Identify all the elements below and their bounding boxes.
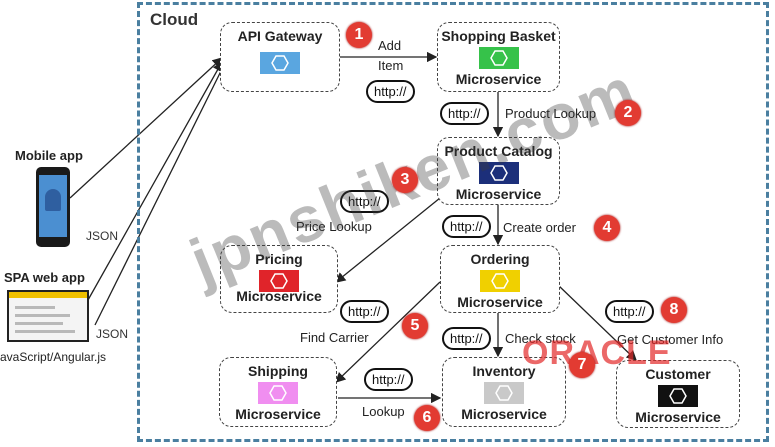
shipping-subtitle: Microservice xyxy=(235,406,321,422)
http-pill-4: http:// xyxy=(442,215,491,238)
product-catalog-box: Product Catalog Microservice xyxy=(437,137,560,205)
step-3-label: Price Lookup xyxy=(296,219,372,234)
step-4-badge: 4 xyxy=(594,215,620,241)
step-5-label: Find Carrier xyxy=(300,330,369,345)
edge-catalog-pricing xyxy=(334,197,441,283)
basket-subtitle: Microservice xyxy=(455,71,542,87)
http-pill-5: http:// xyxy=(340,300,389,323)
http-pill-2: http:// xyxy=(440,102,489,125)
ordering-hex-icon xyxy=(480,270,520,292)
shipping-hex-icon xyxy=(258,382,298,404)
pricing-title: Pricing xyxy=(255,251,303,267)
pricing-subtitle: Microservice xyxy=(236,288,322,304)
basket-title: Shopping Basket xyxy=(441,28,556,44)
step-8-badge: 8 xyxy=(661,297,687,323)
edge-mobile-gateway xyxy=(69,57,223,199)
step-6-label: Lookup xyxy=(362,404,405,419)
inventory-subtitle: Microservice xyxy=(461,406,547,422)
http-pill-6: http:// xyxy=(364,368,413,391)
edge-spa-gateway-a xyxy=(87,60,223,301)
customer-subtitle: Microservice xyxy=(635,409,721,425)
pricing-hex-icon xyxy=(259,270,299,292)
pricing-box: Pricing Microservice xyxy=(220,245,338,313)
spa-browser-icon xyxy=(7,290,89,342)
http-pill-7: http:// xyxy=(442,327,491,350)
http-pill-1: http:// xyxy=(366,80,415,103)
shipping-title: Shipping xyxy=(248,363,308,379)
step-2-label: Product Lookup xyxy=(505,106,597,121)
cloud-boundary xyxy=(137,2,769,442)
customer-hex-icon xyxy=(658,385,698,407)
gateway-hex-icon xyxy=(260,52,300,74)
spa-app-label: SPA web app xyxy=(4,270,85,285)
step-6-badge: 6 xyxy=(414,405,440,431)
customer-box: Customer Microservice xyxy=(616,360,740,428)
step-1-badge: 1 xyxy=(346,22,372,48)
http-pill-8: http:// xyxy=(605,300,654,323)
catalog-title: Product Catalog xyxy=(444,143,553,159)
edge-ordering-shipping xyxy=(335,281,441,383)
shopping-basket-box: Shopping Basket Microservice xyxy=(437,22,560,92)
spa-tech-caption: avaScript/Angular.js xyxy=(0,350,107,364)
http-pill-3: http:// xyxy=(340,190,389,213)
edge-ordering-customer xyxy=(557,284,637,361)
basket-hex-icon xyxy=(478,47,519,69)
catalog-hex-icon xyxy=(478,162,519,184)
ordering-box: Ordering Microservice xyxy=(440,245,560,313)
inventory-box: Inventory Microservice xyxy=(442,357,566,427)
catalog-subtitle: Microservice xyxy=(455,186,542,202)
api-gateway-title: API Gateway xyxy=(237,28,323,44)
step-1-label-line1: Add xyxy=(378,38,402,53)
inventory-title: Inventory xyxy=(472,363,536,379)
step-8-label: Get Customer Info xyxy=(617,332,724,347)
step-4-label: Create order xyxy=(503,220,576,235)
mobile-app-label: Mobile app xyxy=(15,148,83,163)
brand-watermark: ORACLE xyxy=(522,334,672,372)
customer-title: Customer xyxy=(645,366,711,382)
step-3-badge: 3 xyxy=(392,167,418,193)
ordering-subtitle: Microservice xyxy=(457,294,543,310)
inventory-hex-icon xyxy=(484,382,524,404)
mobile-json-label: JSON xyxy=(86,229,119,243)
mobile-phone-icon xyxy=(36,167,70,247)
edge-spa-gateway-b xyxy=(94,64,225,326)
step-1-label-line2: Item xyxy=(378,58,404,73)
ordering-title: Ordering xyxy=(470,251,530,267)
spa-json-label: JSON xyxy=(96,327,129,341)
step-7-label: Check stock xyxy=(505,331,576,346)
step-7-badge: 7 xyxy=(569,352,595,378)
step-2-badge: 2 xyxy=(615,100,641,126)
cloud-title: Cloud xyxy=(150,10,199,29)
api-gateway-box: API Gateway xyxy=(220,22,340,92)
shipping-box: Shipping Microservice xyxy=(219,357,337,427)
step-5-badge: 5 xyxy=(402,313,428,339)
